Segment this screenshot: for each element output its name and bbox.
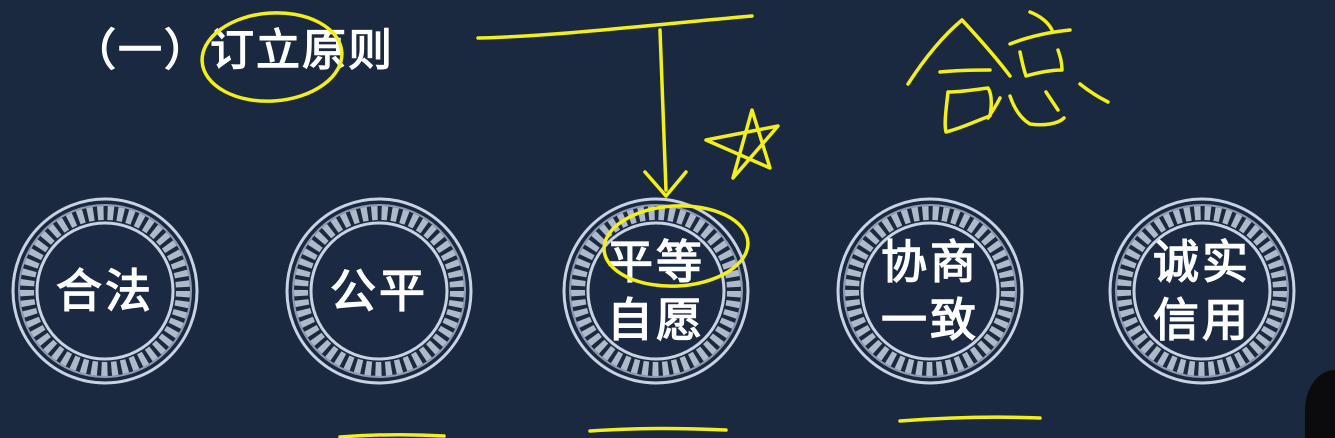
principle-line-2: 自愿 [607, 293, 705, 347]
principle-line-1: 合法 [56, 264, 154, 318]
decorative-plate-icon [1108, 197, 1296, 385]
principle-plate-good-faith: 诚实 信用 [1107, 196, 1297, 386]
principle-plate-legal: 合法 [10, 196, 200, 386]
principle-line-1: 诚实 [1153, 235, 1251, 289]
decorative-plate-icon [836, 197, 1024, 385]
decorative-plate-icon [562, 197, 750, 385]
principle-plate-equal: 平等 自愿 [561, 196, 751, 386]
principle-line-1: 平等 [607, 235, 705, 289]
principle-plate-fair: 公平 [284, 196, 474, 386]
arrow-head [643, 170, 688, 198]
underline-heading [476, 14, 754, 40]
underline-consensus [898, 415, 1042, 423]
heading-word: 原则 [302, 25, 394, 76]
handwriting-yi [1028, 10, 1054, 32]
star-annotation [704, 108, 780, 180]
handwriting-he [906, 18, 1012, 86]
heading-number: （一） [72, 25, 210, 76]
heading-circled-word: 订立 [210, 25, 302, 76]
principle-label: 公平 [284, 196, 474, 386]
section-heading: （一）订立原则 [72, 14, 394, 78]
principle-plate-consensus: 协商 一致 [835, 196, 1025, 386]
arrow-annotation [658, 28, 668, 192]
principle-line-1: 协商 [881, 235, 979, 289]
principle-label: 平等 自愿 [561, 196, 751, 386]
circle-annotation-equal [602, 204, 750, 288]
principle-label: 协商 一致 [835, 196, 1025, 386]
principle-line-2: 信用 [1153, 293, 1251, 347]
principle-label: 合法 [10, 196, 200, 386]
underline-fair [338, 432, 446, 438]
principle-line-2: 一致 [881, 293, 979, 347]
underline-equal [588, 426, 728, 433]
circle-annotation-heading [200, 11, 344, 103]
principle-line-1: 公平 [330, 264, 428, 318]
principle-label: 诚实 信用 [1107, 196, 1297, 386]
decorative-plate-icon [11, 197, 199, 385]
decorative-plate-icon [285, 197, 473, 385]
